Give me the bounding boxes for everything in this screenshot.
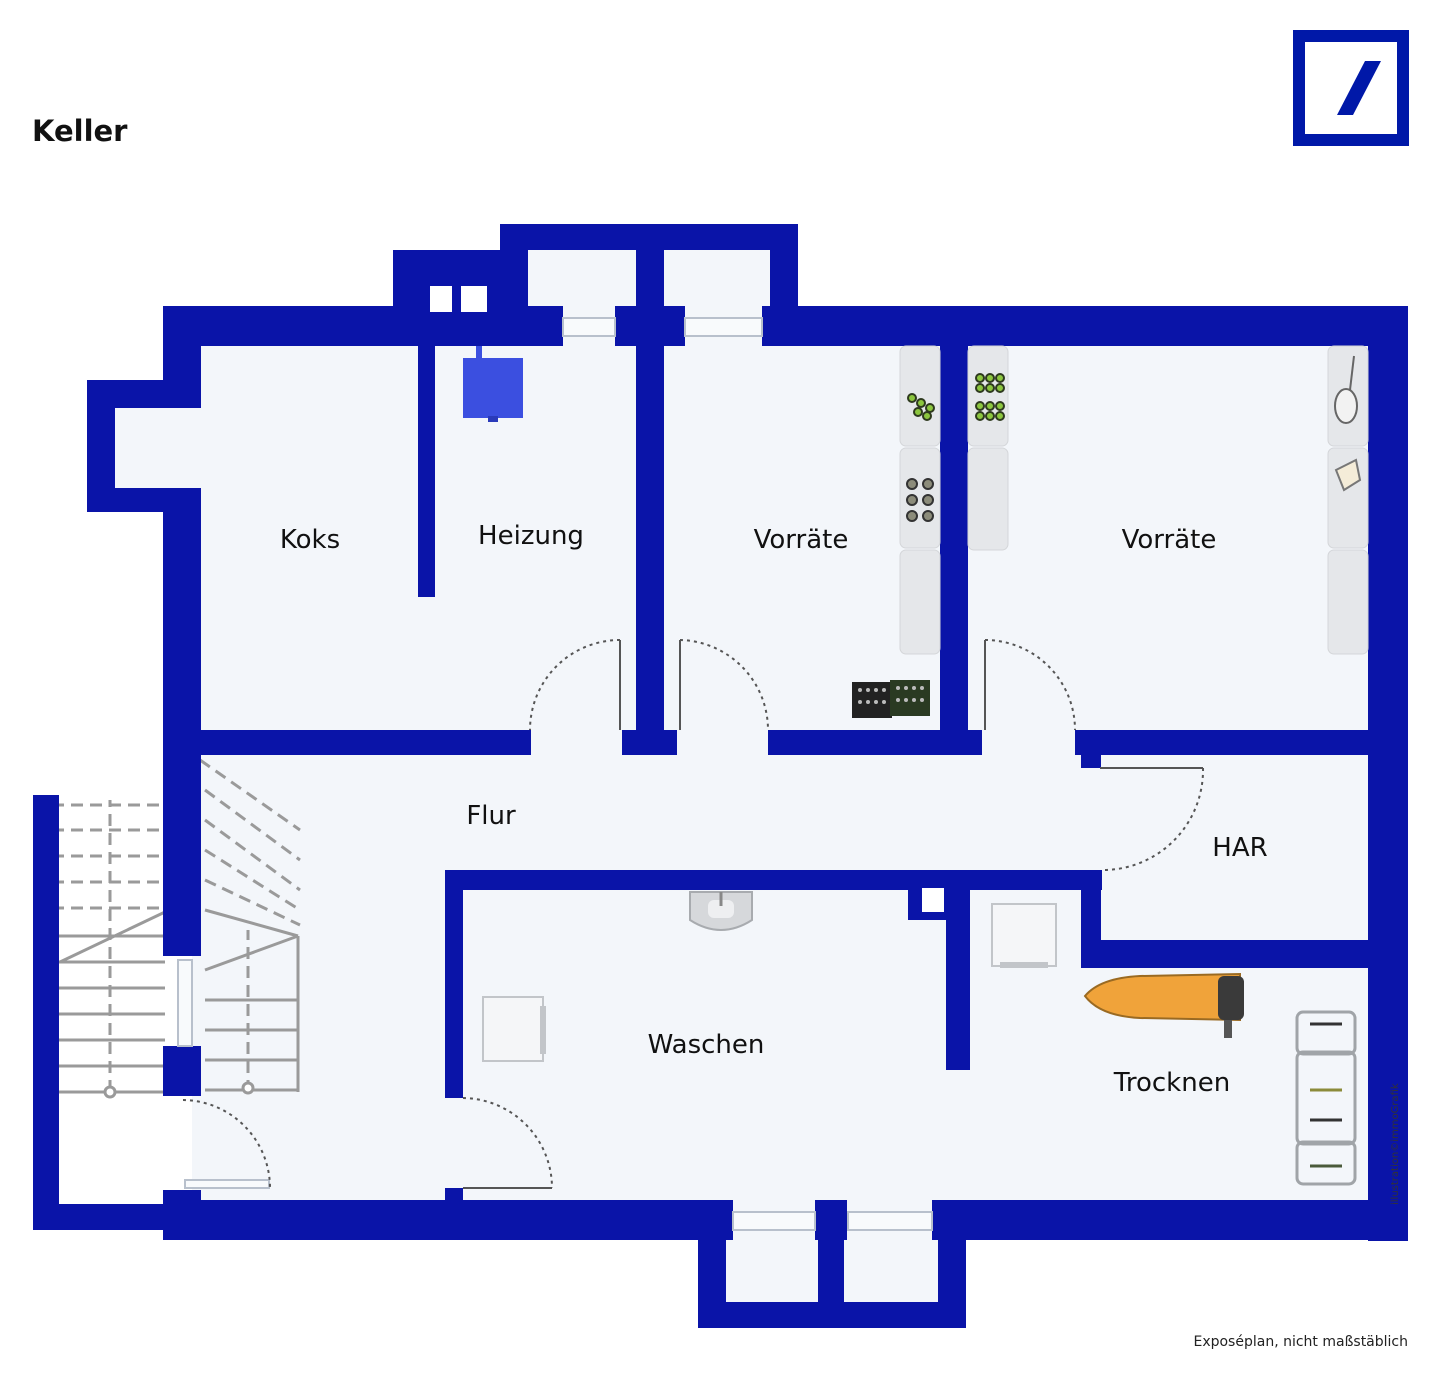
room-label-heizung: Heizung [478, 521, 584, 551]
washing-machine-icon [482, 996, 546, 1062]
scale-disclaimer: Exposéplan, nicht maßstäblich [1193, 1334, 1408, 1350]
room-label-vorraete-1: Vorräte [754, 525, 849, 555]
room-label-waschen: Waschen [648, 1030, 765, 1060]
staircase [52, 758, 301, 1099]
floor-areas [52, 242, 1388, 1310]
dryer-icon [991, 903, 1057, 968]
deutsche-bank-logo-icon [1293, 30, 1409, 146]
walls [33, 224, 1408, 1328]
illustration-credit: illustration©immoGrafik [1390, 1083, 1401, 1205]
drying-rack-icon [1295, 1010, 1357, 1186]
windows [177, 317, 933, 1231]
bottle-crates-icon [852, 680, 930, 718]
page-title: Keller [32, 114, 128, 148]
sink-icon [689, 891, 753, 931]
room-label-vorraete-2: Vorräte [1122, 525, 1217, 555]
heater-icon [463, 346, 523, 422]
tennis-racket-icon [1334, 355, 1358, 424]
shelves [899, 345, 1369, 655]
room-label-flur: Flur [466, 801, 516, 831]
room-label-koks: Koks [280, 525, 340, 555]
storage-jars-icon [907, 373, 1005, 421]
ironing-board-icon [1083, 972, 1244, 1038]
room-label-trocknen: Trocknen [1113, 1068, 1230, 1098]
wine-barrels-icon [906, 478, 934, 522]
room-label-har: HAR [1212, 833, 1267, 863]
doors [182, 639, 1205, 1189]
shoes-icon [1334, 458, 1362, 492]
